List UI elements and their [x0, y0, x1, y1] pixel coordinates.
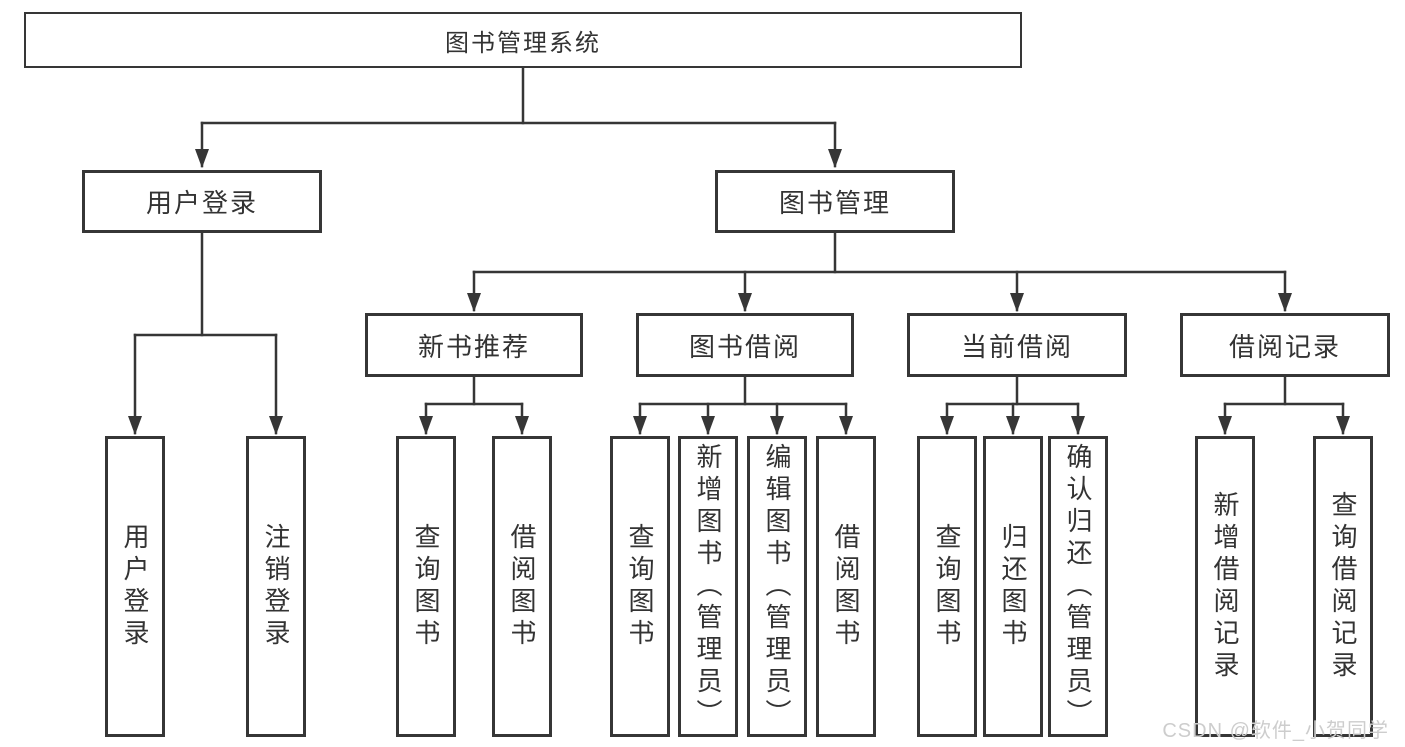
node-current-borrow-label: 当前借阅	[960, 331, 1073, 362]
leaf-add-book-admin-label: 新增图书（管理员）	[693, 442, 723, 731]
leaf-borrow-books-borrow-label: 借阅图书	[831, 522, 861, 651]
leaf-query-books-borrow-label: 查询图书	[625, 522, 655, 651]
leaf-query-books-borrow: 查询图书	[610, 436, 670, 737]
leaf-query-books-recommend: 查询图书	[396, 436, 456, 737]
leaf-edit-book-admin: 编辑图书（管理员）	[747, 436, 807, 737]
leaf-borrow-books-recommend-label: 借阅图书	[507, 522, 537, 651]
leaf-return-book-label: 归还图书	[998, 522, 1028, 651]
leaf-user-login: 用户登录	[105, 436, 165, 737]
node-new-book-recommend: 新书推荐	[365, 313, 583, 377]
leaf-confirm-return-admin-label: 确认归还（管理员）	[1063, 442, 1093, 731]
node-book-borrow: 图书借阅	[636, 313, 854, 377]
leaf-query-books-current-label: 查询图书	[932, 522, 962, 651]
leaf-add-borrow-record-label: 新增借阅记录	[1210, 490, 1240, 683]
leaf-edit-book-admin-label: 编辑图书（管理员）	[762, 442, 792, 731]
leaf-add-book-admin: 新增图书（管理员）	[678, 436, 738, 737]
node-user-login: 用户登录	[82, 170, 322, 233]
leaf-logout: 注销登录	[246, 436, 306, 737]
node-new-book-recommend-label: 新书推荐	[417, 331, 530, 362]
node-book-management-label: 图书管理	[778, 188, 891, 218]
csdn-watermark: CSDN @软件_小贺同学	[1162, 720, 1389, 742]
node-library-system: 图书管理系统	[24, 12, 1022, 68]
node-current-borrow: 当前借阅	[907, 313, 1127, 377]
leaf-logout-label: 注销登录	[261, 522, 291, 651]
leaf-query-books-recommend-label: 查询图书	[411, 522, 441, 651]
leaf-query-borrow-record-label: 查询借阅记录	[1328, 490, 1358, 683]
node-borrow-records-label: 借阅记录	[1228, 331, 1341, 362]
node-borrow-records: 借阅记录	[1180, 313, 1390, 377]
node-user-login-label: 用户登录	[145, 188, 258, 218]
node-library-system-label: 图书管理系统	[445, 29, 601, 57]
leaf-return-book: 归还图书	[983, 436, 1043, 737]
leaf-borrow-books-recommend: 借阅图书	[492, 436, 552, 737]
leaf-user-login-label: 用户登录	[120, 522, 150, 651]
leaf-add-borrow-record: 新增借阅记录	[1195, 436, 1255, 737]
leaf-query-borrow-record: 查询借阅记录	[1313, 436, 1373, 737]
node-book-management: 图书管理	[715, 170, 955, 233]
leaf-query-books-current: 查询图书	[917, 436, 977, 737]
node-book-borrow-label: 图书借阅	[688, 331, 801, 362]
leaf-borrow-books-borrow: 借阅图书	[816, 436, 876, 737]
leaf-confirm-return-admin: 确认归还（管理员）	[1048, 436, 1108, 737]
